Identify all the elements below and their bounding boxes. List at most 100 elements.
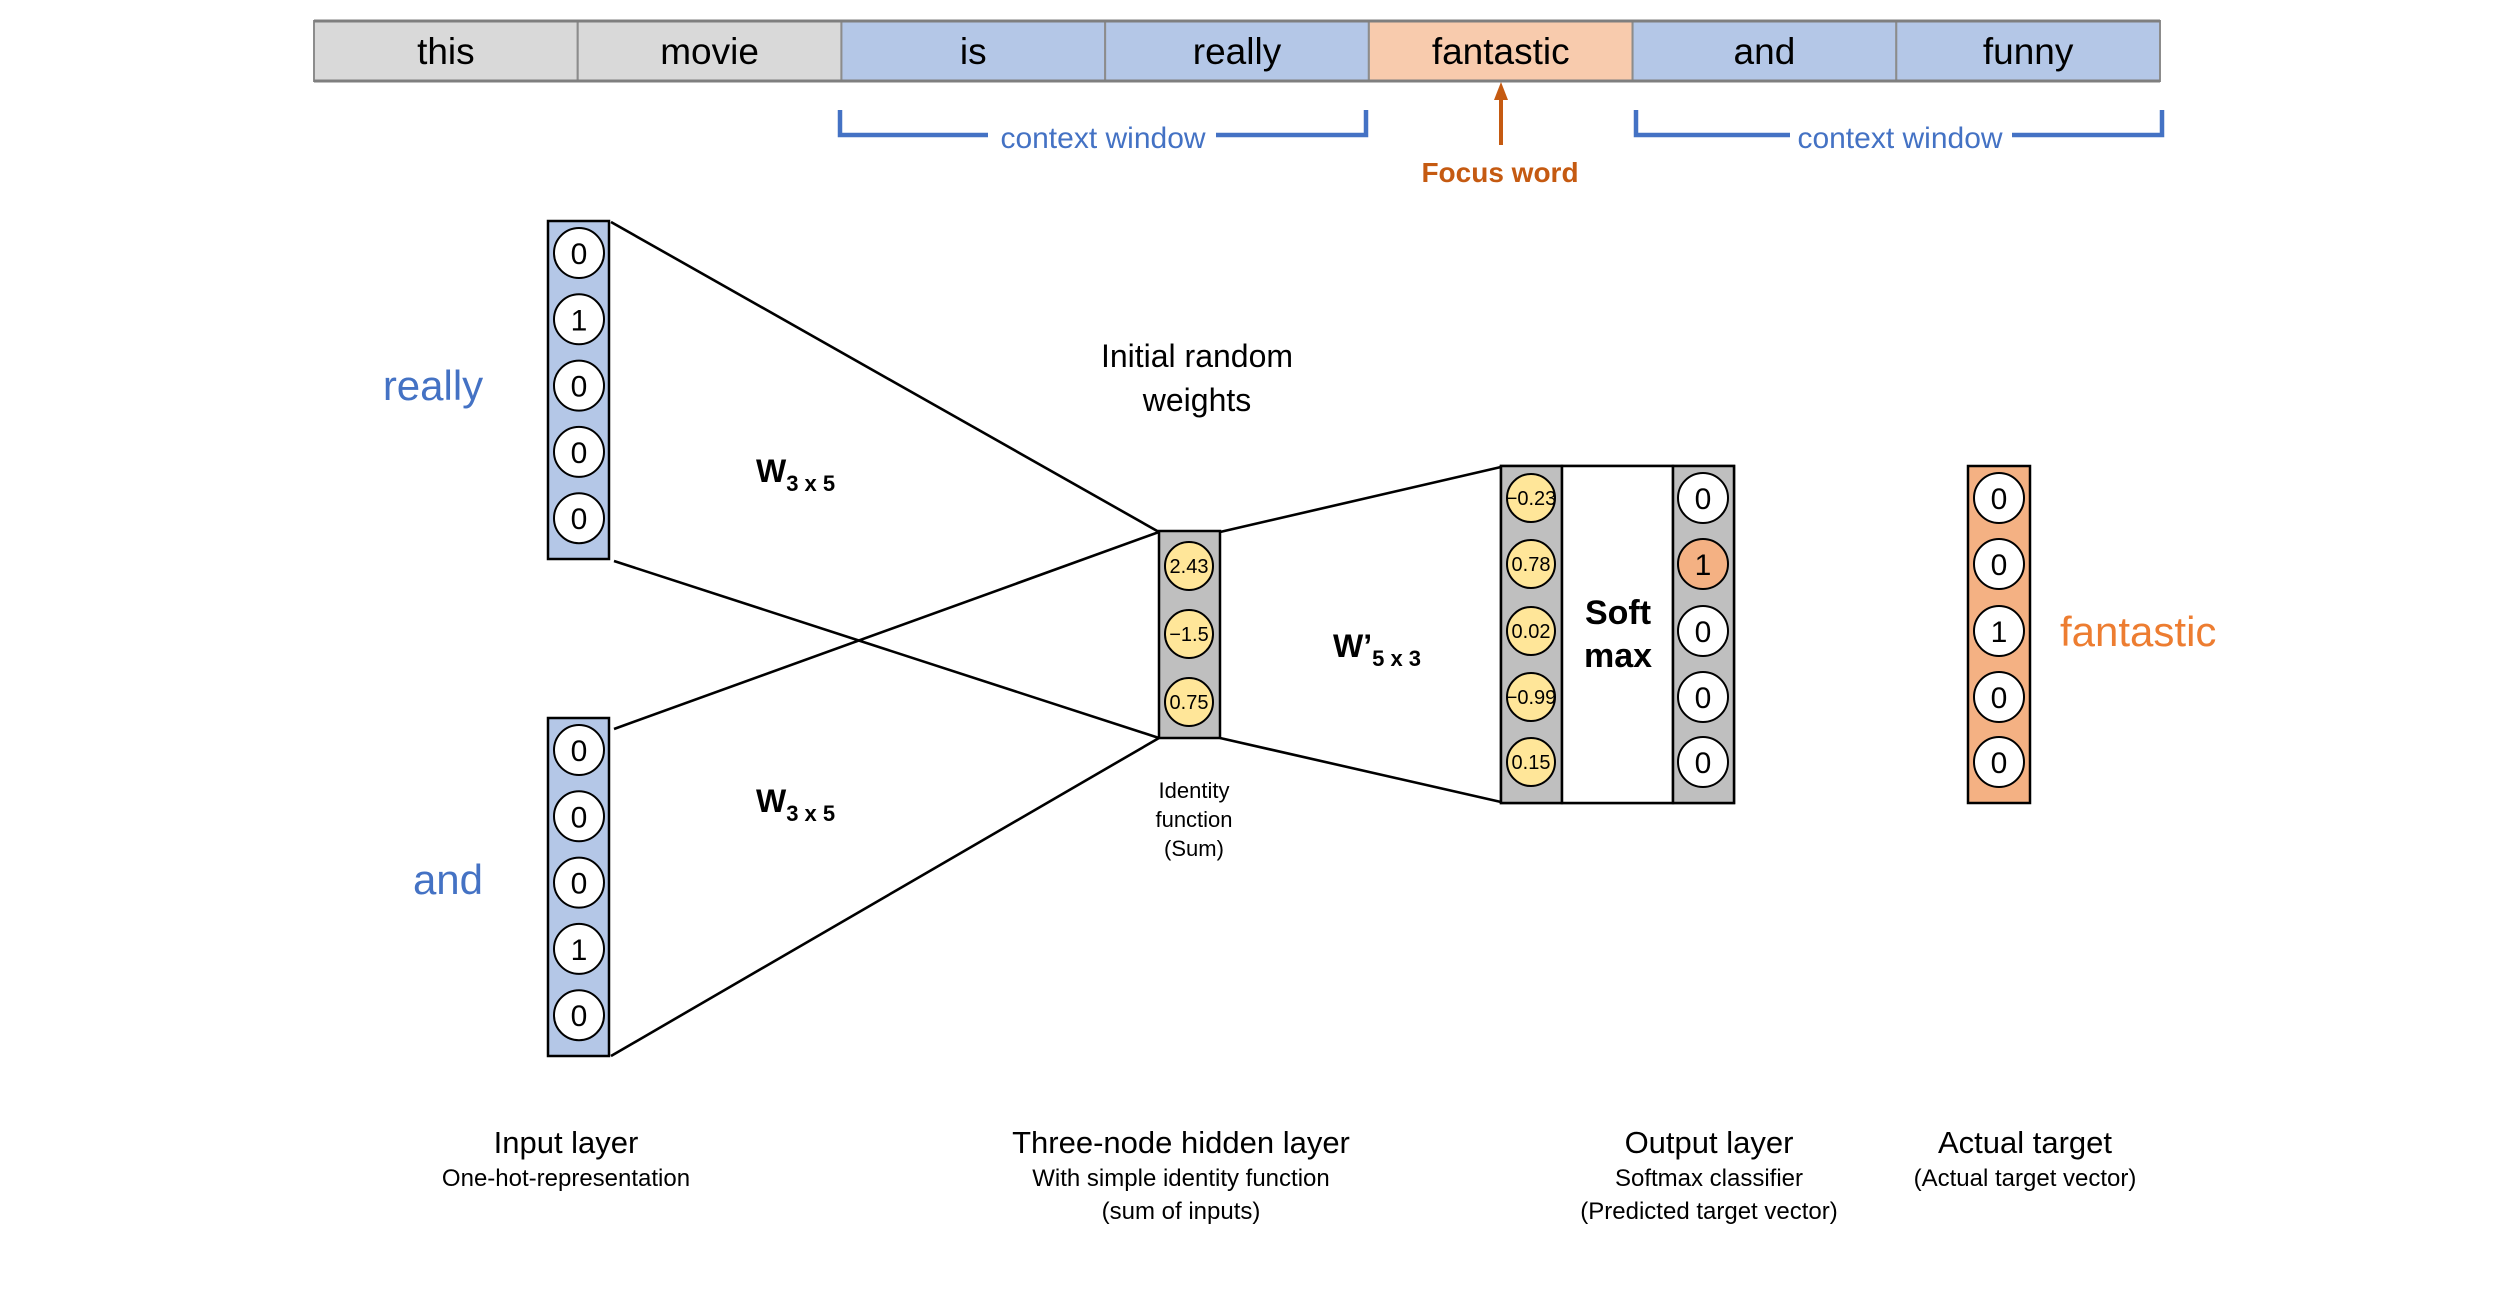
edge-input1-hidden-top <box>610 220 1160 534</box>
weight-label-w-prime: W’5 x 3 <box>1333 628 1421 671</box>
hidden-node: 0.75 <box>1164 677 1214 727</box>
input-node-value: 0 <box>571 437 588 470</box>
input-node: 0 <box>553 989 605 1042</box>
output-raw-node: −0.99 <box>1506 672 1557 722</box>
edge-input2-hidden-top <box>613 530 1160 731</box>
identity-function-line2: function <box>1155 807 1232 832</box>
token-text: this <box>417 31 475 72</box>
target-word-fantastic: fantastic <box>2060 608 2216 655</box>
identity-function-line1: Identity <box>1159 778 1230 803</box>
input-node-value: 0 <box>571 371 588 404</box>
connection-lines <box>610 220 1502 1058</box>
token-text: really <box>1193 31 1282 72</box>
target-node-value: 0 <box>1991 682 2008 715</box>
input-node: 0 <box>553 856 605 909</box>
edge-hidden-output-bottom <box>1219 736 1502 804</box>
output-layer-subtitle-line1: Softmax classifier <box>1615 1165 1803 1192</box>
hidden-layer-subtitle-line1: With simple identity function <box>1032 1165 1329 1192</box>
target-node: 0 <box>1973 472 2025 524</box>
output-predicted-node-value: 0 <box>1695 682 1712 715</box>
hidden-node: 2.43 <box>1164 541 1214 591</box>
output-predicted-node: 0 <box>1677 472 1729 524</box>
input-node: 0 <box>553 724 605 776</box>
token-cell-funny: funny <box>1895 20 2162 82</box>
token-cell-really: really <box>1104 20 1370 82</box>
input-node: 0 <box>553 425 605 478</box>
input-node-value: 1 <box>571 304 588 337</box>
hidden-layer-subtitle-line2: (sum of inputs) <box>1102 1198 1261 1225</box>
token-cell-and: and <box>1631 20 1898 82</box>
input-word-really: really <box>383 362 483 409</box>
hidden-node-value: 0.75 <box>1170 692 1209 714</box>
target-node-value: 1 <box>1991 616 2008 649</box>
output-raw-node: −0.23 <box>1506 473 1557 523</box>
input-node: 1 <box>553 922 605 975</box>
token-cell-is: is <box>840 20 1107 82</box>
softmax-box <box>1560 464 1675 805</box>
output-predicted-node-value: 0 <box>1695 747 1712 780</box>
token-cell-fantastic: fantastic <box>1367 20 1634 82</box>
token-text: is <box>960 31 987 72</box>
identity-function-line3: (Sum) <box>1164 836 1224 861</box>
output-raw-node-value: −0.99 <box>1506 687 1557 709</box>
input-vector-and: 0 0 0 1 0 <box>546 716 611 1058</box>
softmax-label-line1: Soft <box>1585 594 1651 632</box>
input-layer-title: Input layer <box>494 1125 639 1160</box>
input-node: 1 <box>553 293 605 346</box>
input-layer-subtitle: One-hot-representation <box>442 1165 690 1192</box>
output-raw-node-value: 0.15 <box>1512 752 1551 774</box>
sentence-token-bar: this movie is really fantastic and funny <box>313 19 2162 83</box>
weight-label-w2: W3 x 5 <box>756 783 835 826</box>
input-node-value: 0 <box>571 735 588 768</box>
softmax-label-line2: max <box>1584 637 1652 675</box>
output-predicted-node: 0 <box>1677 671 1729 723</box>
hidden-layer-vector: 2.43 −1.5 0.75 <box>1157 529 1222 740</box>
token-cell-movie: movie <box>576 20 843 82</box>
output-predicted-node-value: 1 <box>1695 549 1712 582</box>
target-node-value: 0 <box>1991 549 2008 582</box>
output-raw-node: 0.15 <box>1506 737 1556 787</box>
target-node-value: 0 <box>1991 747 2008 780</box>
focus-word-label: Focus word <box>1421 157 1578 188</box>
left-context-label: context window <box>1000 122 1205 155</box>
target-node: 0 <box>1973 538 2025 590</box>
target-node: 0 <box>1973 736 2025 788</box>
hidden-layer-title: Three-node hidden layer <box>1012 1125 1350 1160</box>
input-node-value: 0 <box>571 503 588 536</box>
token-text: funny <box>1983 31 2074 72</box>
edge-input1-hidden-bottom <box>613 559 1160 740</box>
input-node-value: 0 <box>571 868 588 901</box>
edge-hidden-output-top <box>1219 465 1502 534</box>
left-context-bracket: context window <box>837 110 1369 155</box>
right-context-bracket: context window <box>1633 110 2165 155</box>
output-predicted-node: 1 <box>1677 538 1729 590</box>
input-node-value: 0 <box>571 238 588 271</box>
target-node: 0 <box>1973 671 2025 723</box>
output-raw-node-value: 0.78 <box>1512 554 1551 576</box>
output-raw-node: 0.02 <box>1506 606 1556 656</box>
actual-target-title: Actual target <box>1938 1125 2112 1160</box>
token-text: fantastic <box>1432 31 1570 72</box>
input-node: 0 <box>553 227 605 279</box>
output-layer-subtitle-line2: (Predicted target vector) <box>1580 1198 1837 1225</box>
input-node: 0 <box>553 790 605 843</box>
right-context-label: context window <box>1797 122 2002 155</box>
hidden-node: −1.5 <box>1164 609 1214 659</box>
initial-weights-annotation-line1: Initial random <box>1101 338 1293 374</box>
weight-label-w1: W3 x 5 <box>756 453 835 496</box>
edge-input2-hidden-bottom <box>610 736 1160 1058</box>
output-raw-node-value: −0.23 <box>1506 488 1557 510</box>
input-word-and: and <box>413 856 483 903</box>
output-predicted-node-value: 0 <box>1695 483 1712 516</box>
output-layer-title: Output layer <box>1625 1125 1794 1160</box>
actual-target-vector: 0 0 1 0 0 <box>1966 464 2032 805</box>
output-raw-node: 0.78 <box>1506 539 1556 589</box>
output-predicted-node: 0 <box>1677 736 1729 788</box>
output-predicted-node-value: 0 <box>1695 616 1712 649</box>
input-node: 0 <box>553 492 605 545</box>
initial-weights-annotation-line2: weights <box>1142 382 1252 418</box>
input-node-value: 0 <box>571 1000 588 1033</box>
token-text: movie <box>660 31 759 72</box>
focus-arrow-icon <box>1494 82 1508 145</box>
